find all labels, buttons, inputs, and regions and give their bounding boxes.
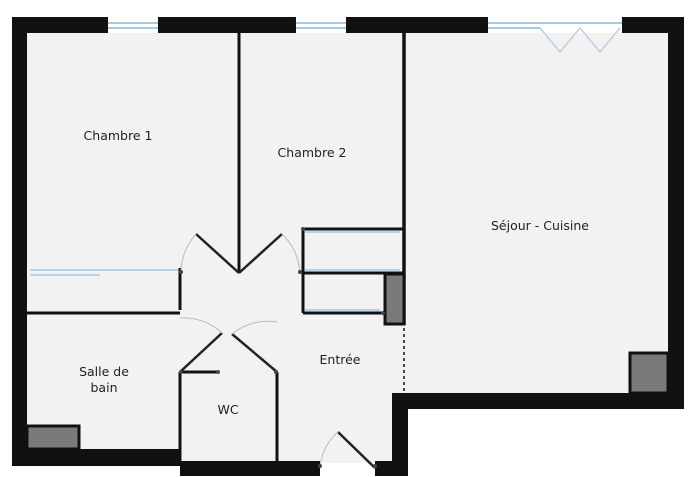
room-label-chambre-2: Chambre 2 <box>277 145 347 160</box>
shaft-bath <box>25 424 81 451</box>
room-label-chambre-1: Chambre 1 <box>83 128 153 143</box>
wall-top-3 <box>346 17 488 33</box>
doors <box>179 233 376 469</box>
wall-step <box>392 393 408 476</box>
windows <box>108 22 622 29</box>
room-label-entree: Entrée <box>319 352 361 367</box>
door-chambre-2 <box>238 233 301 274</box>
wall-bottom-end <box>375 461 408 476</box>
door-chambre-1 <box>180 233 240 274</box>
wall-bottom-left <box>12 449 180 466</box>
wall-top-1 <box>12 17 108 33</box>
closet-doors <box>30 231 400 311</box>
wall-top-2 <box>158 17 296 33</box>
floor-areas <box>27 33 668 463</box>
shafts <box>25 272 670 451</box>
wall-left <box>12 17 27 466</box>
room-chambre-2-floor <box>239 33 402 273</box>
shaft-entree <box>383 272 406 326</box>
room-entree-floor <box>180 273 402 463</box>
wall-right <box>668 17 684 409</box>
room-sejour-floor <box>402 33 668 393</box>
shaft-sejour <box>628 351 670 395</box>
door-jambs <box>179 227 385 468</box>
exterior-walls <box>12 17 684 476</box>
room-chambre-1-floor <box>27 33 239 273</box>
room-label-salle-de-bain: Salle de bain <box>79 364 129 395</box>
door-wc <box>231 320 278 373</box>
french-door <box>539 27 621 53</box>
wall-bottom-right <box>392 393 684 409</box>
room-label-wc: WC <box>217 402 239 417</box>
wall-bottom-mid <box>180 461 320 476</box>
room-label-sejour-cuisine: Séjour - Cuisine <box>491 218 589 233</box>
door-bathroom <box>179 317 223 373</box>
